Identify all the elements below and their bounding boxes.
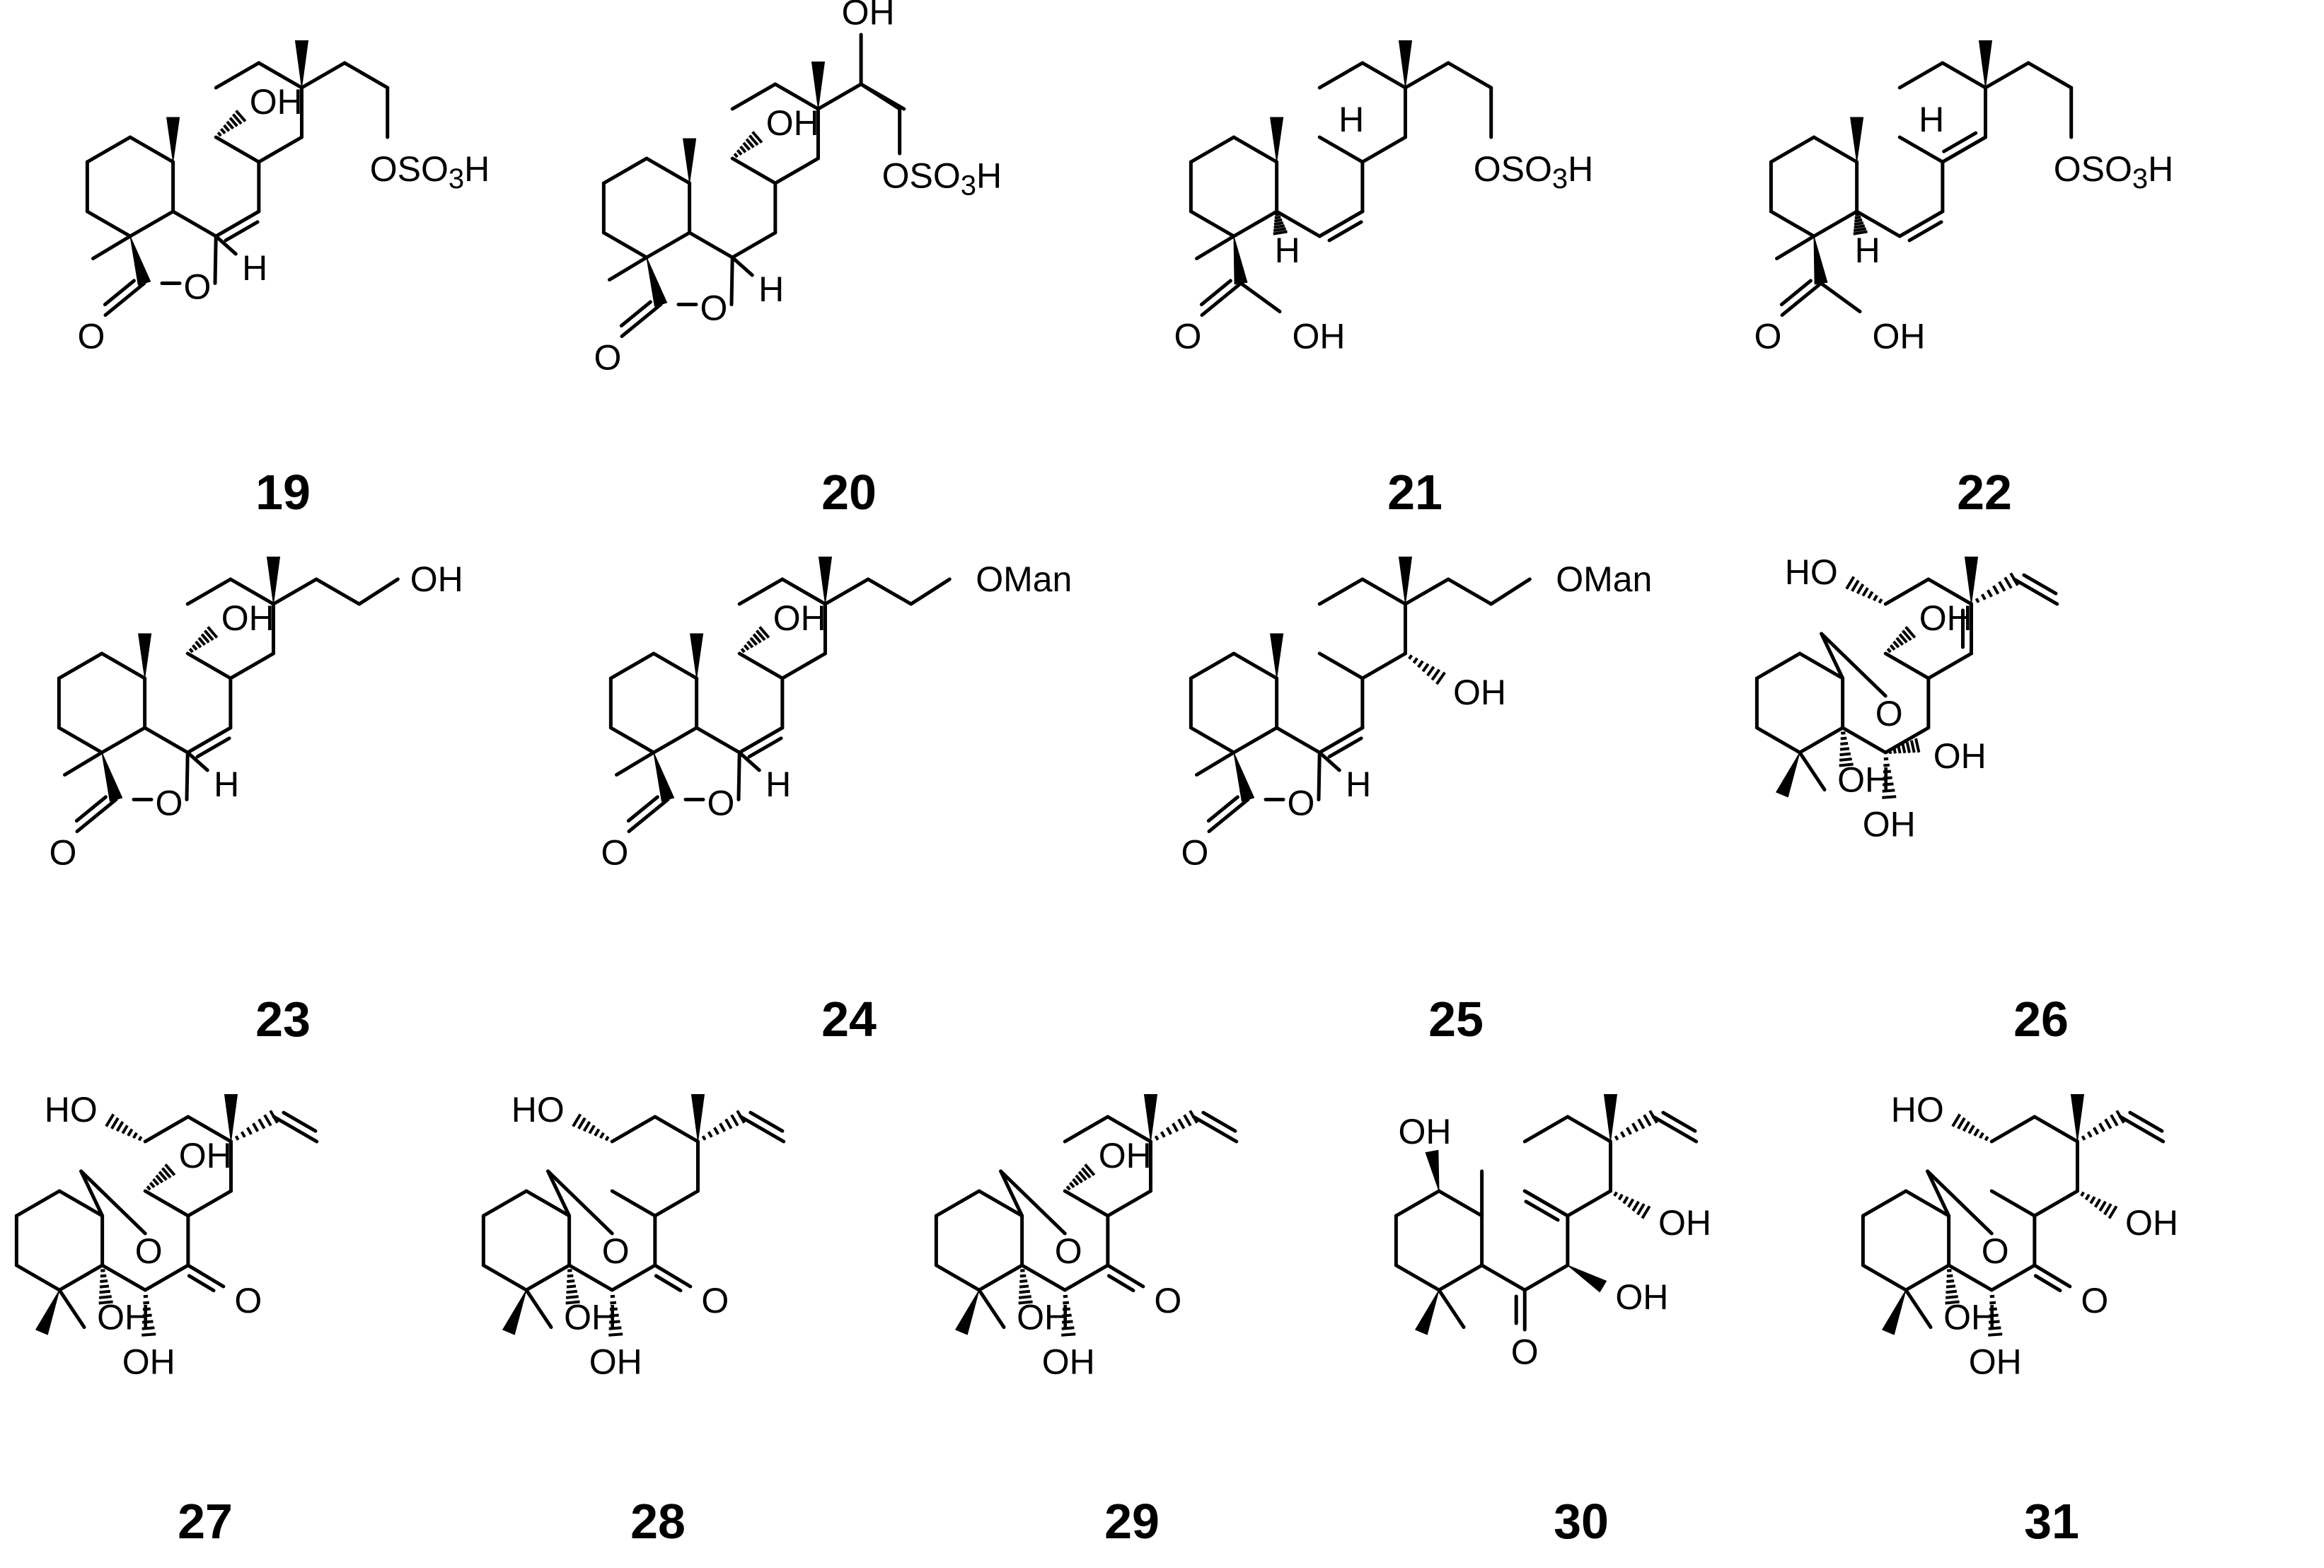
compound-number: 21 [1387,465,1443,520]
hydroxyl-label: OH [1933,736,1987,776]
ring-hydroxyl-label: OH [179,1136,232,1175]
hydrogen-label: H [1339,100,1364,139]
lactone-ring-oxygen: O [707,784,735,823]
hydroxyl-label: OH [1943,1298,1996,1337]
hydroxyl-label: OH [122,1342,175,1382]
hydrogen-label: H [1919,100,1944,139]
bridge-oxygen: O [1875,694,1903,733]
bridge-oxygen: O [1982,1231,2009,1271]
sulfooxy-label: OSO3H [1474,149,1594,194]
compound-number: 23 [255,992,311,1047]
hydroxyl-label: OH [1658,1203,1711,1243]
ring-hydroxyl-label: OH [250,82,303,122]
ketone-oxygen: O [1154,1281,1181,1320]
hydroxyl-label: OH [1017,1298,1070,1337]
acid-hydroxyl-label: OH [1293,317,1346,356]
lactone-ring-oxygen: O [700,289,728,328]
hydroxyl-label: HO [1891,1090,1944,1129]
compound-26: HO O OH OH OH OH [1754,552,2059,844]
compound-29: O O OH OH OH [934,1094,1239,1382]
compound-number: 30 [1554,1494,1609,1549]
compound-number: 19 [255,465,311,520]
compound-number: 25 [1428,992,1484,1047]
hydroxyl-label: OH [2125,1203,2178,1243]
compound-number: 26 [2013,992,2069,1047]
ketone-oxygen: O [2081,1281,2108,1320]
ketone-oxygen: O [234,1281,262,1320]
terminal-hydroxyl-label: OH [410,559,463,599]
hydroxyl-label: HO [45,1090,98,1129]
hydrogen-label: H [1346,765,1371,804]
lactone-ring-oxygen: O [156,784,183,823]
compound-28: HO O O OH OH [481,1090,786,1382]
acid-carbonyl-oxygen: O [1174,317,1202,356]
hydroxyl-label: HO [511,1090,565,1129]
ketone-oxygen: O [1511,1332,1539,1372]
hydroxyl-label: OH [1042,1342,1095,1382]
compound-27: HO O O OH OH OH [14,1090,319,1382]
acid-hydroxyl-label: OH [1873,317,1926,356]
compound-number: 28 [630,1494,686,1549]
sulfooxy-label: OSO3H [370,149,490,194]
hydroxyl-label: OH [1615,1277,1668,1317]
hydroxyl-label: OH [1399,1112,1452,1151]
bridge-oxygen: O [135,1231,163,1271]
mannosyloxy-label: OMan [976,559,1072,599]
lactone-carbonyl-oxygen: O [78,317,105,356]
hydroxyl-label: OH [1863,805,1916,844]
lactone-ring-oxygen: O [1288,784,1315,823]
ring-hydroxyl-label: OH [1099,1136,1152,1175]
hydroxyl-label: OH [842,0,895,33]
hydroxyl-label: HO [1785,552,1838,592]
hydroxyl-label: OH [564,1298,617,1337]
lactone-carbonyl-oxygen: O [601,833,629,873]
hydroxyl-label: OH [589,1342,642,1382]
compound-21: OSO3H H H O OH [1174,40,1594,356]
lactone-carbonyl-oxygen: O [1181,833,1209,873]
sulfooxy-label: OSO3H [882,156,1002,202]
mannosyloxy-label: OMan [1556,559,1652,599]
compound-number: 20 [821,465,877,520]
lactone-carbonyl-oxygen: O [50,833,77,873]
ring-hydroxyl-label: OH [766,103,819,143]
lactone-carbonyl-oxygen: O [594,338,622,378]
ring-hydroxyl-label: OH [1453,673,1506,712]
compound-number: 24 [821,992,877,1047]
bridge-oxygen: O [1055,1231,1082,1271]
compound-30: OH O OH OH [1394,1094,1711,1372]
compound-number: 27 [178,1494,233,1549]
hydrogen-label: H [242,248,267,288]
hydrogen-label: H [758,269,784,309]
compound-22: OSO3H H H O OH [1754,40,2174,356]
ring-hydroxyl-label: OH [773,598,826,638]
compound-number: 31 [2024,1494,2079,1549]
hydrogen-label: H [765,765,791,804]
hydroxyl-label: OH [1837,760,1890,800]
hydroxyl-label: OH [97,1298,150,1337]
ring-hydroxyl-label: OH [221,598,274,638]
bridge-oxygen: O [602,1231,630,1271]
hydrogen-label: H [1855,231,1880,270]
compound-number: 29 [1104,1494,1160,1549]
compound-number: 22 [1957,465,2012,520]
sulfooxy-label: OSO3H [2054,149,2174,194]
ketone-oxygen: O [701,1281,729,1320]
lactone-ring-oxygen: O [184,267,212,307]
compound-31: HO O O OH OH OH [1861,1090,2178,1382]
hydroxyl-label: OH [1969,1342,2022,1382]
hydrogen-label: H [1275,231,1300,270]
acid-carbonyl-oxygen: O [1754,317,1782,356]
ring-hydroxyl-label: OH [1919,598,1972,638]
hydrogen-label: H [214,765,239,804]
